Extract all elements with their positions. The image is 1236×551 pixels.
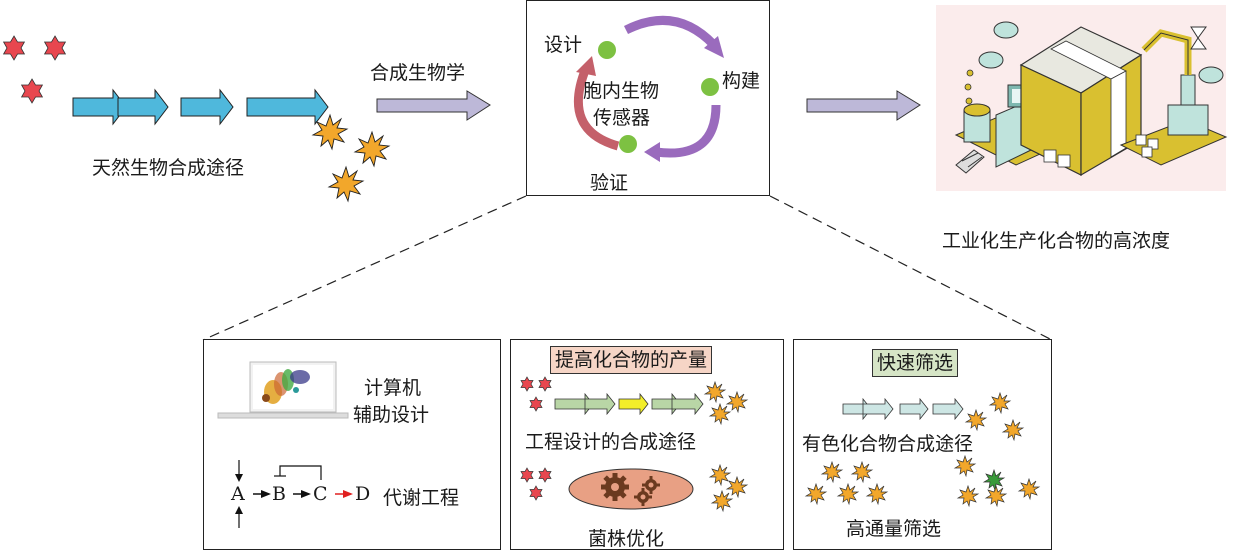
verify-label: 验证 xyxy=(590,172,629,194)
colored-compound-pathway-label: 有色化合物合成途径 xyxy=(802,433,974,455)
metabolic-engineering-label: 代谢工程 xyxy=(383,487,460,509)
yellow-burst-icon xyxy=(710,489,734,513)
yellow-burst-icon xyxy=(865,482,889,506)
laptop-icon xyxy=(217,361,349,419)
red-star-icon xyxy=(43,35,67,61)
cycle-diagram xyxy=(573,15,724,162)
biosensor-label-line2: 传感器 xyxy=(593,107,651,129)
yellow-burst-icon xyxy=(988,391,1012,415)
industrial-production-label: 工业化生产化合物的高浓度 xyxy=(942,230,1171,252)
node-d: D xyxy=(355,483,371,505)
node-a: A xyxy=(231,483,245,505)
pathway-arrow xyxy=(180,88,234,126)
yellow-burst-icon xyxy=(725,390,749,414)
pathway-arrow xyxy=(932,397,964,421)
node-c: C xyxy=(313,483,328,505)
screening-title: 快速筛选 xyxy=(872,349,959,377)
red-star-icon xyxy=(529,396,543,412)
substrate-stars xyxy=(2,35,67,104)
red-star-icon xyxy=(20,78,44,104)
computer-aided-label-line1: 计算机 xyxy=(364,377,422,399)
gear-icon xyxy=(601,473,629,501)
synbio-label: 合成生物学 xyxy=(370,62,466,84)
red-star-icon xyxy=(520,467,534,483)
factory-illustration-art xyxy=(954,21,1228,177)
high-throughput-screening-colonies xyxy=(804,454,1041,508)
design-label: 设计 xyxy=(544,34,583,56)
yellow-burst-icon xyxy=(1001,418,1025,442)
yellow-burst-icon xyxy=(1017,477,1041,501)
pathway-arrow xyxy=(117,88,169,126)
verify-node xyxy=(619,135,637,153)
biosensor-label-line1: 胞内生物 xyxy=(583,80,660,102)
red-star-icon xyxy=(2,35,26,61)
build-node xyxy=(701,78,719,96)
build-label: 构建 xyxy=(722,70,761,92)
yellow-burst-icon xyxy=(836,482,860,506)
pathway-arrow xyxy=(584,392,616,416)
yellow-burst-icon xyxy=(708,402,732,426)
red-star-icon xyxy=(538,376,552,392)
biosensor-cycle-box xyxy=(526,0,770,196)
yellow-burst-icon xyxy=(820,460,844,484)
engineered-pathway-label: 工程设计的合成途径 xyxy=(525,431,697,453)
yellow-burst-icon xyxy=(984,484,1008,508)
yellow-burst-icon xyxy=(353,130,391,168)
engineered-pathway xyxy=(520,376,749,426)
metabolic-pathway-diagram xyxy=(235,460,353,528)
pathway-arrow xyxy=(899,397,929,421)
yellow-burst-icon xyxy=(327,165,365,203)
natural-pathway-label: 天然生物合成途径 xyxy=(92,157,245,179)
pathway-arrow xyxy=(246,88,329,126)
red-star-icon xyxy=(538,467,552,483)
red-star-icon xyxy=(520,376,534,392)
yellow-burst-icon xyxy=(703,380,727,404)
yellow-burst-icon xyxy=(953,454,977,478)
strain-optimization-diagram xyxy=(520,463,749,513)
computer-aided-label-line2: 辅助设计 xyxy=(353,404,430,426)
node-b: B xyxy=(272,483,286,505)
yield-title: 提高化合物的产量 xyxy=(550,346,713,374)
strain-optimization-label: 菌株优化 xyxy=(588,528,665,550)
pathway-arrow-highlight xyxy=(618,392,649,416)
yellow-burst-icon xyxy=(956,484,980,508)
to-industry-arrow xyxy=(806,90,921,121)
protein-structure-icon xyxy=(262,369,310,404)
yellow-burst-icon xyxy=(725,475,749,499)
yellow-burst-icon xyxy=(804,482,828,506)
yellow-burst-icon xyxy=(850,460,874,484)
design-node xyxy=(598,41,616,59)
high-throughput-screening-label: 高通量筛选 xyxy=(846,518,942,540)
yellow-burst-icon xyxy=(964,408,988,432)
synbio-arrow xyxy=(376,90,491,121)
yellow-burst-icon xyxy=(708,463,732,487)
natural-pathway-arrows xyxy=(72,88,329,126)
cell-oval xyxy=(568,468,694,510)
green-burst-icon xyxy=(982,468,1006,492)
colored-compound-pathway xyxy=(842,391,1025,442)
gear-icon xyxy=(634,488,652,506)
pathway-arrow xyxy=(671,392,704,416)
gear-icon xyxy=(642,476,660,494)
product-bursts xyxy=(311,113,391,203)
pathway-arrow xyxy=(862,397,894,421)
yield-improvement-panel xyxy=(510,339,784,550)
red-star-icon xyxy=(529,485,543,501)
yellow-burst-icon xyxy=(311,113,349,151)
